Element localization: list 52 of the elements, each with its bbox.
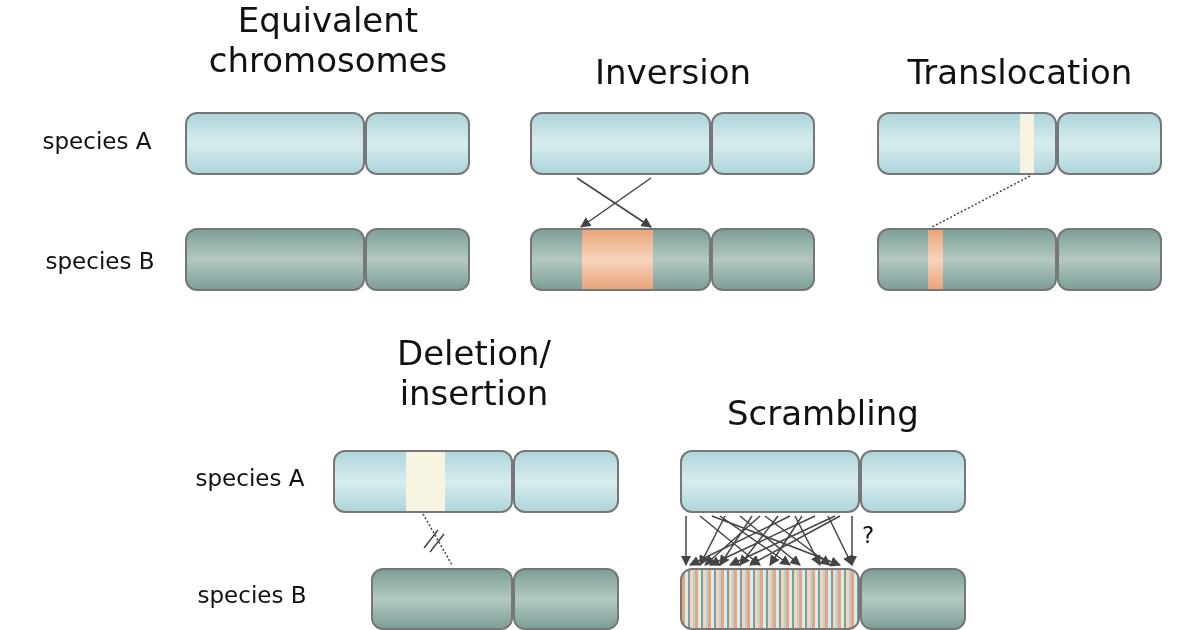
arrow [719, 515, 753, 566]
species-label: species A [195, 465, 305, 491]
species-label: species B [197, 582, 307, 608]
chromosome-arm [530, 112, 711, 175]
arrow [769, 515, 803, 566]
section-title: Scrambling [727, 393, 919, 433]
chromosome-arm [513, 450, 619, 513]
arrow [699, 515, 726, 566]
arrow [680, 515, 692, 567]
species-label: species A [42, 128, 152, 154]
arrow [764, 515, 831, 566]
chromosome-arm [185, 112, 365, 175]
arrow [739, 515, 801, 566]
rearranged-segment-band [928, 230, 943, 289]
chromosome-arm [513, 568, 619, 630]
chromosome-arm [333, 450, 513, 513]
section-title: Translocation [907, 52, 1133, 92]
missing-segment-band [1020, 114, 1034, 173]
species-label: species B [45, 248, 155, 274]
missing-segment-band [406, 452, 445, 511]
chromosome-arm [680, 450, 860, 513]
chromosome-arm [185, 228, 365, 291]
arrow [709, 515, 816, 566]
chromosome-arm [711, 112, 815, 175]
arrow [827, 515, 853, 566]
arrow [689, 515, 791, 566]
chromosome-arm [371, 568, 513, 630]
chromosome-arm [1057, 112, 1162, 175]
chromosome-arm [877, 112, 1057, 175]
chromosome-arm [530, 228, 711, 291]
dotted-line [931, 175, 1031, 228]
dotted-line [422, 513, 453, 566]
arrow [719, 515, 791, 566]
chromosome-arm [877, 228, 1057, 291]
arrow [794, 515, 821, 566]
arrow [739, 515, 779, 566]
question-mark: ? [862, 522, 875, 548]
chromosome-arm [365, 112, 470, 175]
chromosome-arm [860, 450, 966, 513]
scrambled-chromosome-arm [680, 568, 860, 630]
section-title: Deletion/ insertion [395, 333, 552, 413]
chromosome-arm [860, 568, 966, 630]
section-title: Inversion [595, 52, 752, 92]
arrow [711, 515, 841, 567]
chromosome-arm [711, 228, 815, 291]
rearranged-segment-band [582, 230, 653, 289]
chromosome-arm [365, 228, 470, 291]
arrow [846, 515, 858, 567]
arrow [729, 515, 836, 566]
section-title: Equivalent chromosomes [207, 0, 449, 80]
chromosome-arm [1057, 228, 1162, 291]
arrow [749, 515, 841, 566]
